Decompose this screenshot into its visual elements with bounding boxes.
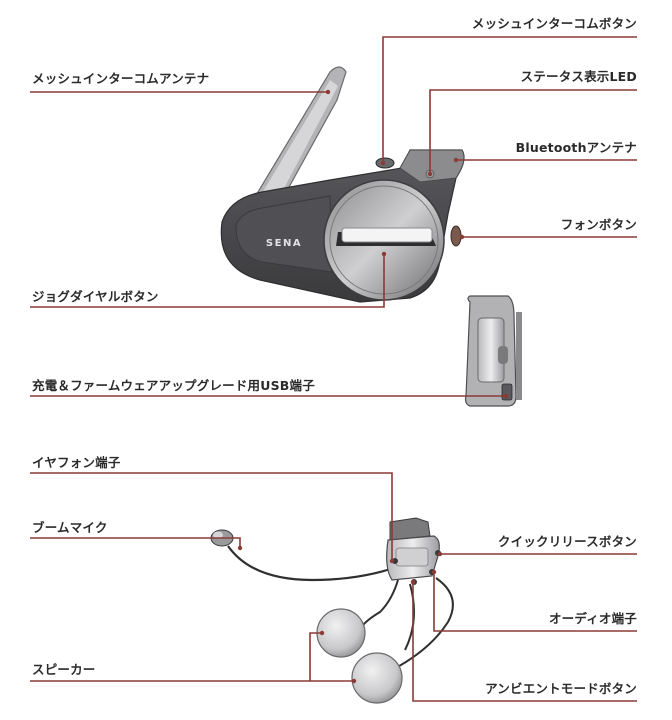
label-mesh-intercom-button: メッシュインターコムボタン — [471, 16, 637, 31]
speaker-lower — [351, 652, 403, 704]
leader-earphone-port — [30, 472, 393, 561]
label-audio-port: オーディオ端子 — [548, 611, 637, 626]
label-ambient-mode-button: アンビエントモードボタン — [485, 681, 637, 696]
leader-lines — [30, 36, 637, 702]
headset-main-unit: SENA — [220, 66, 465, 303]
speaker-upper — [316, 608, 366, 658]
label-quick-release-button: クイックリリースボタン — [497, 534, 637, 549]
label-status-led: ステータス表示LED — [520, 69, 637, 84]
leader-audio-port — [433, 572, 637, 632]
sena-logo: SENA — [266, 238, 302, 249]
label-bluetooth-antenna: Bluetoothアンテナ — [515, 140, 637, 155]
headset-cradle-assembly — [210, 517, 454, 704]
leader-ambient-button — [412, 582, 637, 702]
headset-side-view — [464, 295, 522, 407]
label-earphone-port: イヤフォン端子 — [32, 455, 121, 470]
label-mesh-intercom-antenna: メッシュインターコムアンテナ — [32, 71, 210, 86]
label-boom-mic: ブームマイク — [32, 520, 108, 535]
leader-mesh-button — [382, 36, 637, 163]
label-phone-button: フォンボタン — [560, 217, 637, 232]
label-usb-port: 充電＆ファームウェアアップグレード用USB端子 — [32, 378, 315, 393]
leader-boom-mic — [30, 537, 241, 548]
label-speaker: スピーカー — [32, 662, 96, 677]
label-jog-dial-button: ジョグダイヤルボタン — [32, 289, 159, 304]
leader-status-led — [429, 89, 637, 174]
phone-button[interactable] — [450, 225, 462, 247]
leader-speaker — [30, 632, 322, 682]
leader-jog-dial — [30, 254, 385, 308]
